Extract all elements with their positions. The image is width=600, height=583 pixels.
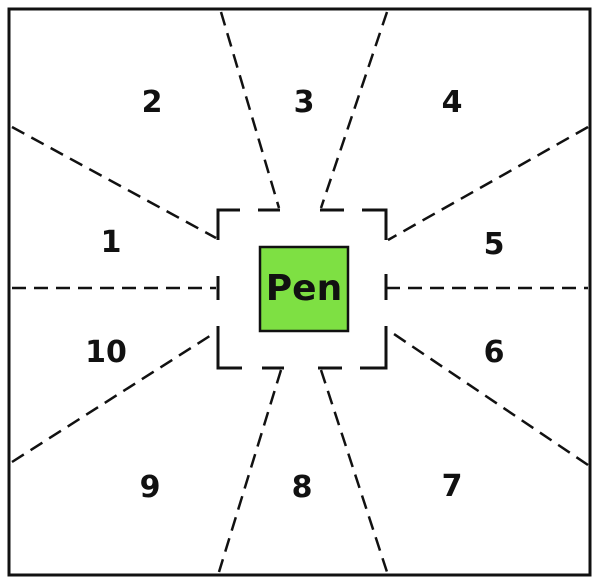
- divider-line: [387, 328, 589, 467]
- enclosure-corner: [362, 208, 388, 240]
- enclosure-corner: [360, 326, 388, 370]
- divider-line: [387, 125, 589, 242]
- enclosure-corner: [216, 326, 242, 370]
- divider-line: [11, 330, 217, 464]
- zone-label-4: 4: [442, 85, 463, 120]
- zone-label-2: 2: [142, 85, 163, 120]
- outer-border: [7, 7, 592, 577]
- sector-dividers: [11, 11, 589, 573]
- zone-label-7: 7: [442, 469, 463, 504]
- zone-label-6: 6: [484, 335, 505, 370]
- zone-label-1: 1: [101, 225, 122, 260]
- pen-box: [258, 245, 350, 333]
- divider-line: [319, 369, 389, 573]
- zone-label-9: 9: [140, 470, 161, 505]
- divider-line: [217, 369, 283, 573]
- divider-line: [219, 11, 281, 209]
- pen-label: Pen: [266, 268, 342, 309]
- inner-enclosure: [216, 208, 388, 370]
- zone-label-8: 8: [292, 470, 313, 505]
- enclosure-corner: [216, 208, 240, 240]
- zone-label-10: 10: [85, 335, 127, 370]
- divider-line: [11, 125, 217, 240]
- zone-label-5: 5: [484, 227, 505, 262]
- divider-line: [319, 11, 389, 209]
- zone-labels: 1 2 3 4 5 6 7 8 9 10: [85, 85, 504, 505]
- zone-label-3: 3: [294, 85, 315, 120]
